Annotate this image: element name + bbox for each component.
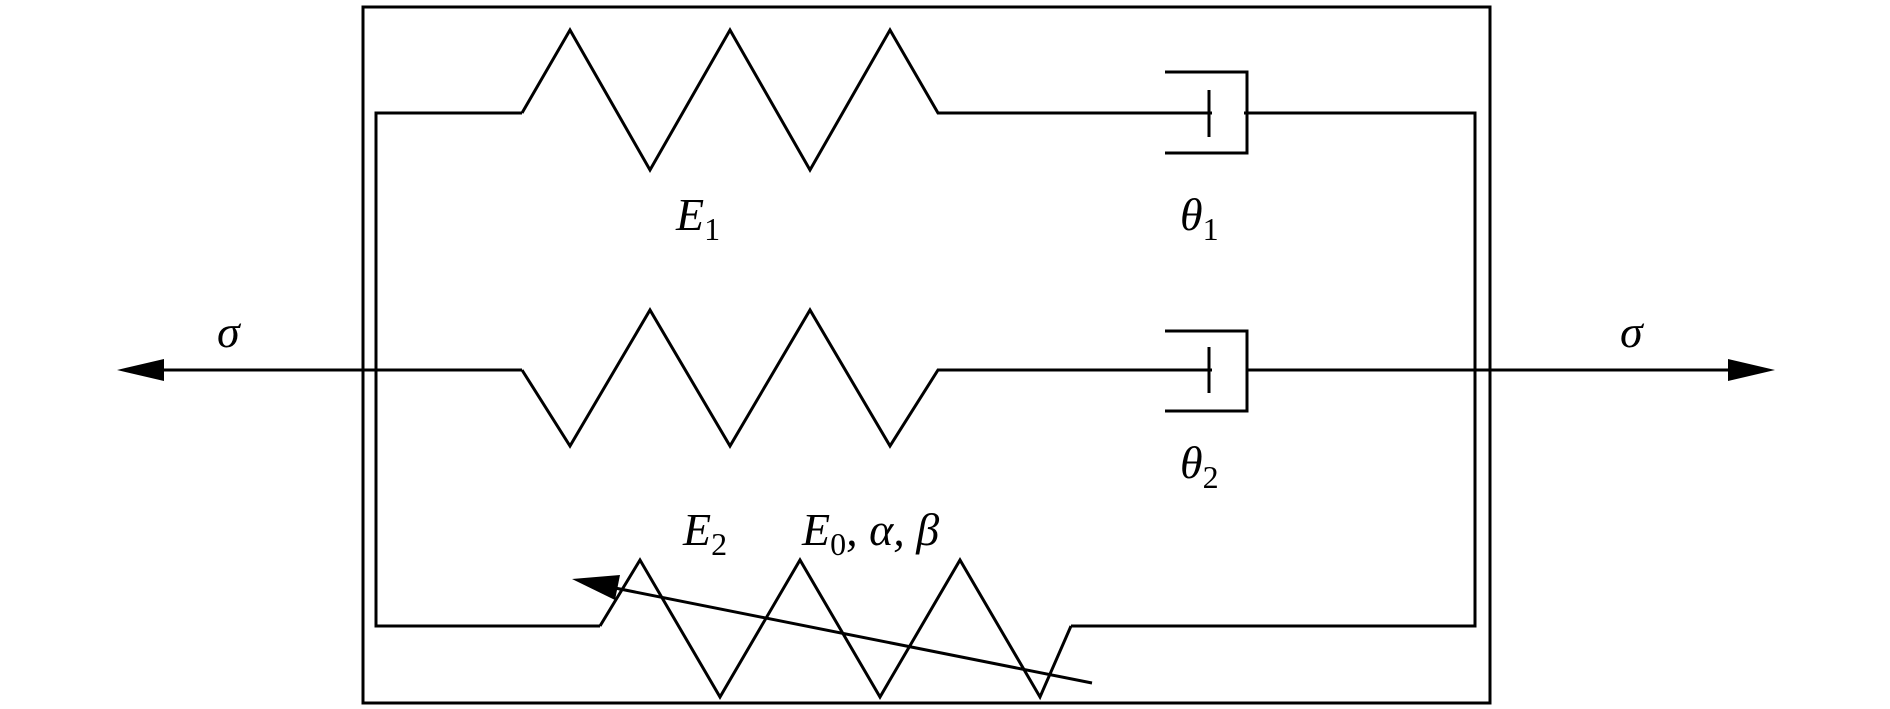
label-e2: E2 <box>682 504 727 562</box>
label-e0-alpha-beta: E0, α, β <box>801 504 939 562</box>
label-theta1: θ1 <box>1180 189 1219 247</box>
label-e1: E1 <box>675 189 720 247</box>
right-stress-arrowhead <box>1728 359 1775 381</box>
spring-e1 <box>520 26 1212 174</box>
outer-frame <box>361 5 1492 705</box>
stress-label-left: σ <box>217 306 242 357</box>
variable-spring-e0 <box>598 557 1073 701</box>
spring-e2 <box>520 307 1212 449</box>
left-stress-arrowhead <box>117 359 164 381</box>
stress-label-right: σ <box>1620 306 1645 357</box>
variable-spring-arrowhead <box>572 575 620 600</box>
label-theta2: θ2 <box>1180 437 1219 495</box>
variable-spring-arrow-shaft <box>604 584 1093 685</box>
